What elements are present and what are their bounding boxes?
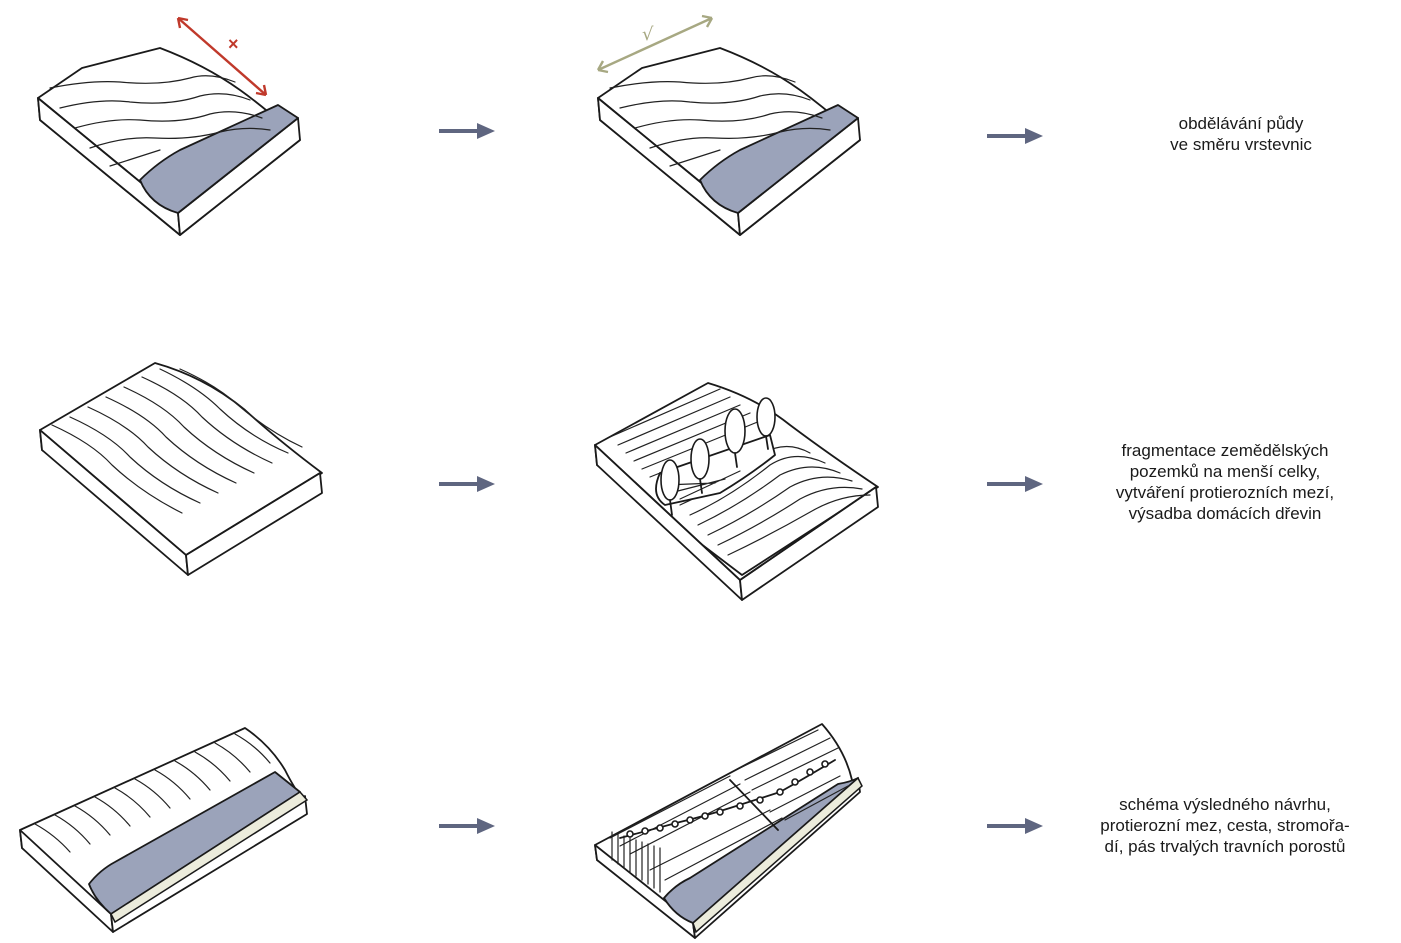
caption-line: fragmentace zemědělských [1060,440,1390,461]
caption-line: protierozní mez, cesta, stromořa- [1060,815,1390,836]
arrow-right-icon [437,816,497,836]
row1-before-diagram: × [30,10,320,250]
caption-line: ve směru vrstevnic [1076,134,1401,155]
arrow-right-icon [437,474,497,494]
row2-caption: fragmentace zemědělských pozemků na menš… [1060,440,1390,524]
caption-line: pozemků na menší celky, [1060,461,1390,482]
row2-after-diagram [590,375,890,605]
caption-line: schéma výsledného návrhu, [1060,794,1390,815]
caption-line: obdělávání půdy [1076,113,1401,134]
correct-direction-mark: √ [642,24,654,45]
row3-after-diagram [590,720,880,940]
row2-before-diagram [30,355,330,580]
row3-before-diagram [15,720,315,935]
row1-caption: obdělávání půdy ve směru vrstevnic [1076,113,1401,155]
wrong-direction-mark: × [228,34,239,54]
caption-line: výsadba domácích dřevin [1060,503,1390,524]
arrow-right-icon [985,816,1045,836]
arrow-right-icon [985,126,1045,146]
caption-line: vytváření protierozních mezí, [1060,482,1390,503]
caption-line: dí, pás trvalých travních porostů [1060,836,1390,857]
arrow-right-icon [437,121,497,141]
row3-caption: schéma výsledného návrhu, protierozní me… [1060,794,1390,857]
arrow-right-icon [985,474,1045,494]
row1-after-diagram: √ [590,10,880,250]
